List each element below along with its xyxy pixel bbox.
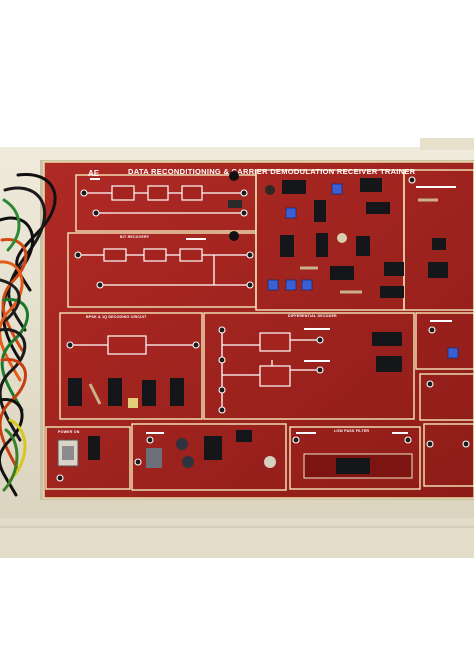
label-differential-decoder: DIFFERENTIAL DECODER [288,314,337,318]
trimmer-pots [267,183,459,359]
label-power-on: POWER ON [58,430,80,434]
trainer-panel: DATA RECONDITIONING & CARRIER DEMODULATI… [43,161,474,499]
diagram-blocks [103,185,291,387]
banana-sockets [56,176,470,482]
block-frames [45,169,474,491]
label-low-pass-filter: LOW PASS FILTER [334,429,369,433]
board-logo: AE [88,169,100,178]
label-bit-recovery: BIT RECOVERY [120,235,150,239]
resistors [88,198,438,405]
panel-markings [90,178,456,434]
board-title: DATA RECONDITIONING & CARRIER DEMODULATI… [128,167,416,176]
transistors [228,171,242,241]
ic-chips [68,178,448,474]
capacitors [128,185,347,468]
label-bpsk-decoder: BPSK & 1Q DECODING CIRCUIT [86,315,147,319]
patch-cords [0,172,57,497]
power-switch [57,439,79,467]
